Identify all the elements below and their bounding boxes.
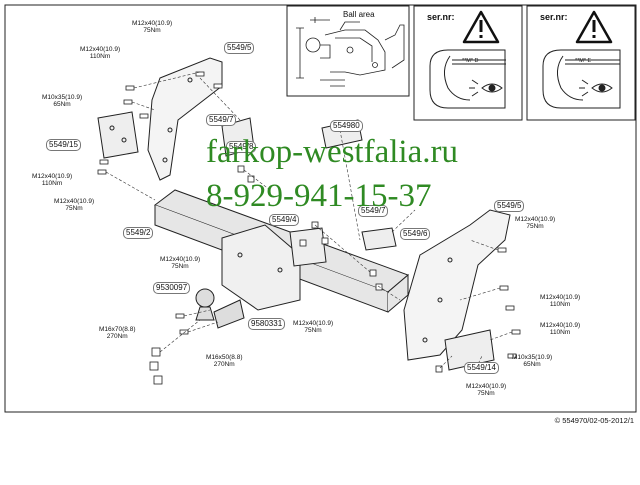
serial-code-e: **M* E [575,58,592,64]
torque-label: M12x40(10.9)75Nm [160,256,200,270]
part-number-label: 5549/6 [400,228,431,240]
bolt-spec: M16x50(8.8) [206,354,243,361]
torque-label: M12x40(10.9)110Nm [32,173,72,187]
torque-value: 65Nm [53,101,71,108]
left-bracket-plate [97,111,139,159]
torque-label: M16x70(8.8)270Nm [99,326,136,340]
bolt-spec: M12x40(10.9) [466,383,507,390]
torque-value: 65Nm [523,361,541,368]
bolt-spec: M12x40(10.9) [540,294,581,301]
serial-label-e: ser.nr: [540,12,568,22]
right-side-bracket [403,209,511,361]
torque-value: 75Nm [526,223,544,230]
serial-plate-d [429,49,506,109]
bolt-spec: M12x40(10.9) [32,173,73,180]
torque-label: M12x40(10.9)110Nm [80,46,120,60]
torque-value: 270Nm [213,361,235,368]
torque-label: M12x40(10.9)75Nm [293,320,333,334]
assembly-guide-lines [105,71,513,369]
part-number-label: 5549/4 [269,214,300,226]
fastener-group [97,71,521,385]
bolt-spec: M10x35(10.9) [512,354,553,361]
torque-label: M12x40(10.9)75Nm [466,383,506,397]
part-number-label: 9530097 [153,282,191,294]
torque-value: 75Nm [143,27,161,34]
drawing-frame [4,4,637,413]
ball-area-title: Ball area [343,10,375,19]
warning-triangle-icon [462,10,500,44]
torque-value: 110Nm [549,329,571,336]
part-number-label: 5549/5 [224,42,255,54]
torque-value: 270Nm [106,333,128,340]
watermark-phone: 8-929-941-15-37 [206,178,432,214]
bolt-spec: M12x40(10.9) [54,198,95,205]
part-number-label: 9580331 [248,318,286,330]
part-number-label: 5549/7 [358,205,389,217]
part-number-label: 5549/2 [123,227,154,239]
torque-value: 75Nm [65,205,83,212]
torque-value: 75Nm [171,263,189,270]
part-number-label: 5549/15 [46,139,81,151]
torque-label: M10x35(10.9)65Nm [512,354,552,368]
torque-value: 110Nm [41,180,63,187]
bolt-spec: M10x35(10.9) [42,94,83,101]
socket-plate [289,227,397,267]
serial-code-d: **M* D [462,58,479,64]
torque-label: M16x50(8.8)270Nm [206,354,243,368]
torque-label: M12x40(10.9)75Nm [54,198,94,212]
left-side-bracket [147,57,223,181]
part-number-label: 5549/7 [206,114,237,126]
part-number-label: 5549/5 [494,200,525,212]
torque-label: M12x40(10.9)75Nm [515,216,555,230]
bolt-spec: M16x70(8.8) [99,326,136,333]
bolt-spec: M12x40(10.9) [540,322,581,329]
serial-plate-e [542,49,621,109]
bolt-spec: M12x40(10.9) [293,320,334,327]
part-number-label: 5549/8 [226,141,257,153]
bolt-spec: M12x40(10.9) [80,46,121,53]
bolt-spec: M12x40(10.9) [132,20,173,27]
part-number-label: 554980 [330,120,363,132]
torque-value: 110Nm [549,301,571,308]
ball-area-sketch [296,17,405,87]
torque-label: M10x35(10.9)65Nm [42,94,82,108]
bolt-spec: M12x40(10.9) [515,216,556,223]
warning-triangle-icon [575,10,613,44]
ball-area-inset [286,5,410,97]
torque-label: M12x40(10.9)110Nm [540,322,580,336]
serial-label-d: ser.nr: [427,12,455,22]
bolt-spec: M12x40(10.9) [160,256,201,263]
watermark-site: farkop-westfalia.ru [206,134,458,170]
torque-value: 75Nm [304,327,322,334]
torque-value: 75Nm [477,390,495,397]
copyright-footer: © 554970/02-05-2012/1 [554,416,634,425]
center-mount-bracket [221,224,301,311]
torque-value: 110Nm [89,53,111,60]
torque-label: M12x40(10.9)75Nm [132,20,172,34]
torque-label: M12x40(10.9)110Nm [540,294,580,308]
part-number-label: 5549/14 [464,362,499,374]
